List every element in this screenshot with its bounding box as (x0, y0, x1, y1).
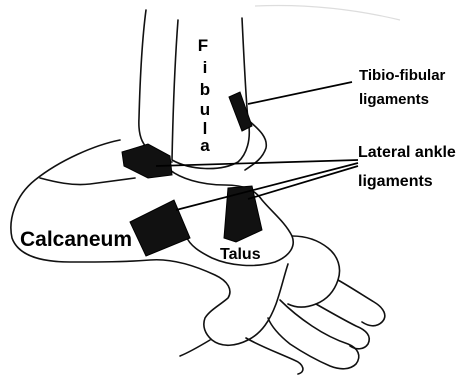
calcaneum-ridge (40, 178, 135, 185)
callout-lateral: Lateral ankle ligaments (358, 144, 456, 190)
callout-line: Tibio-fibular (359, 67, 446, 84)
callout-line: ligaments (359, 91, 429, 108)
leader-lines (156, 82, 358, 210)
calcaneum-label: Calcaneum (20, 228, 132, 251)
fibula-letter: a (200, 136, 210, 155)
tibiofibular-ligament (229, 92, 252, 131)
fibula-letter: b (200, 80, 210, 99)
metatarsal-1 (268, 300, 359, 369)
callout-line: ligaments (358, 173, 433, 190)
fibula-letter: F (198, 36, 208, 55)
metatarsal-4 (246, 338, 303, 374)
leader-lateral-2 (176, 163, 358, 210)
leader-tibiofibular (248, 82, 352, 104)
talus-label: Talus (220, 246, 261, 263)
callout-tibiofibular: Tibio-fibular ligaments (359, 67, 446, 108)
callout-line: Lateral ankle (358, 144, 456, 161)
leader-lateral-3 (248, 166, 358, 199)
fibula-label: F i b u l a (198, 36, 210, 155)
faint-sketch-mark (255, 6, 400, 20)
tibia-outline (139, 10, 150, 150)
lateral-ligament-posterior (122, 144, 172, 178)
heel-lower (180, 340, 210, 356)
fibula-letter: i (203, 58, 208, 77)
metatarsal-3 (338, 280, 385, 326)
fibula-letter: u (200, 100, 210, 119)
ligaments (122, 92, 262, 256)
midfoot-outline (288, 236, 340, 307)
